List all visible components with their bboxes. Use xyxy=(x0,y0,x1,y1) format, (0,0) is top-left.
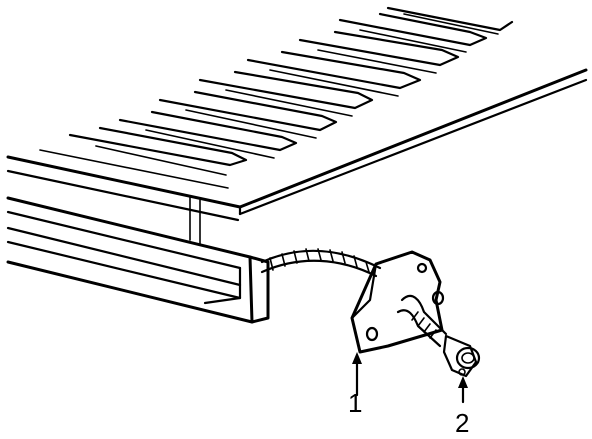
angle-rail xyxy=(6,196,270,324)
floor-ribs xyxy=(39,6,514,189)
lamp-bracket xyxy=(350,250,445,354)
license-lamp-socket xyxy=(396,294,481,378)
callout-1-label: 1 xyxy=(348,388,362,418)
bed-floor-panel xyxy=(6,6,588,222)
callout-1-arrow xyxy=(352,352,362,397)
callout-2-label: 2 xyxy=(455,408,469,438)
wiring-harness xyxy=(260,248,382,278)
callout-2-arrow xyxy=(458,376,468,404)
